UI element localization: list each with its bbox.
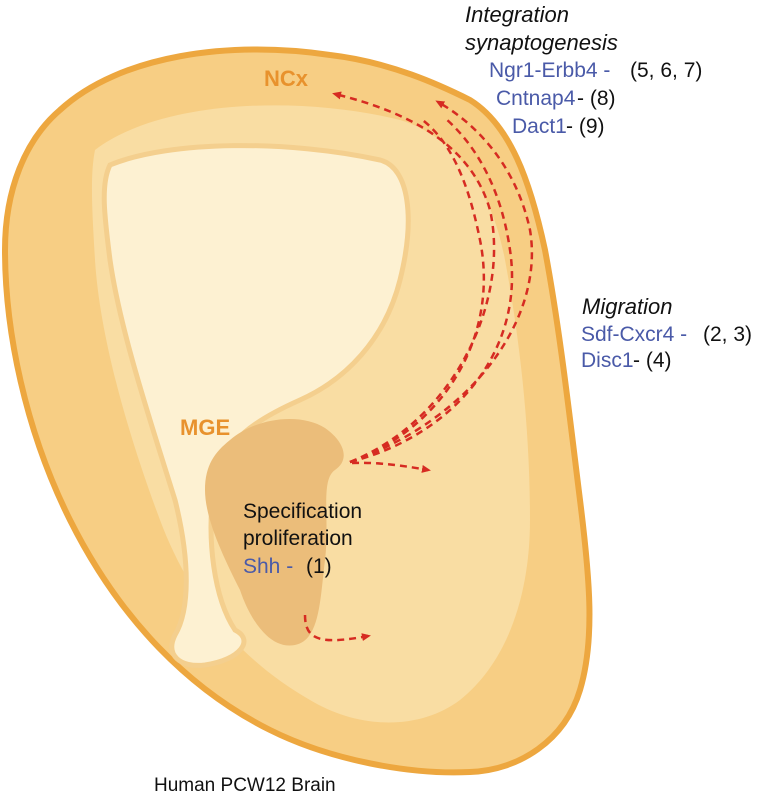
gene-sdf-cxcr4: Sdf-Cxcr4 - [581, 323, 688, 346]
arrow-to-ncx-outer [349, 100, 534, 464]
arrow-lateral-short [351, 461, 431, 473]
arrow-to-ncx-mid-1 [349, 116, 486, 464]
region-label-ncx: NCx [264, 66, 309, 91]
migration-arrows [303, 91, 534, 642]
gene-shh: Shh - [243, 555, 294, 578]
integration-heading: Integration [465, 2, 569, 27]
mge-shape [205, 418, 344, 646]
gene-ngr1-erbb4: Ngr1-Erbb4 - [489, 59, 611, 82]
figure-caption: Human PCW12 Brain [154, 775, 336, 796]
refs-shh: (1) [306, 555, 332, 578]
arrow-to-ncx-mid-2 [349, 117, 514, 464]
refs-cntnap4: - (8) [577, 87, 616, 110]
arrow-ventral [303, 614, 371, 642]
synaptogenesis-heading: synaptogenesis [465, 30, 618, 55]
migration-heading: Migration [582, 294, 673, 319]
refs-disc1: - (4) [633, 349, 672, 372]
specification-label: Specification [243, 500, 363, 523]
refs-ngr1-erbb4: (5, 6, 7) [630, 59, 703, 82]
gene-disc1: Disc1 [581, 349, 634, 372]
refs-dact1: - (9) [566, 115, 605, 138]
gene-cntnap4: Cntnap4 [496, 87, 576, 110]
proliferation-label: proliferation [243, 527, 353, 550]
gene-dact1: Dact1 [512, 115, 567, 138]
refs-sdf-cxcr4: (2, 3) [703, 323, 753, 346]
lateral-ventricle-shape [101, 143, 411, 668]
region-label-mge: MGE [180, 415, 231, 440]
